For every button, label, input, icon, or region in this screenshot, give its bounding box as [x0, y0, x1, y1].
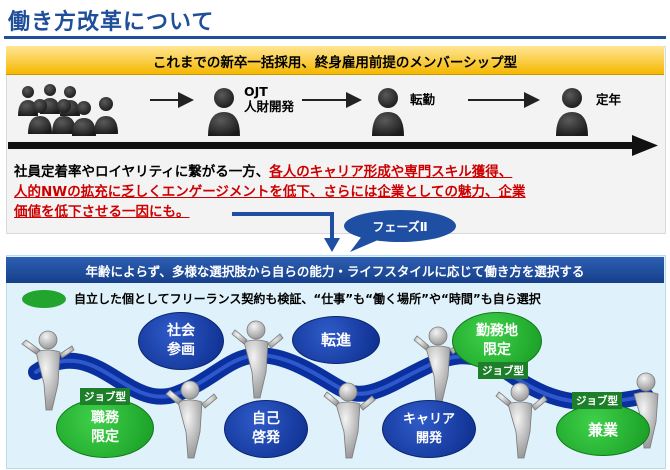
figure-icon-4	[323, 382, 376, 459]
job-model-banner-text: 年齢によらず、多様な選択肢から自らの能力・ライフスタイルに応じて働き方を選択する	[85, 264, 585, 279]
person-icon-ojt	[208, 88, 240, 136]
step-label-retirement: 定年	[596, 92, 622, 107]
phase-label: フェーズⅡ	[372, 220, 428, 234]
phase-connector-arrow	[232, 212, 340, 252]
legend-green-marker	[22, 290, 66, 308]
job-type-tag-side-job: ジョブ型	[572, 392, 622, 409]
membership-banner-text: これまでの新卒一括採用、終身雇用前提のメンバーシップ型	[152, 55, 518, 71]
legend-text: 自立した個としてフリーランス契約も検証、“仕事”も“働く場所”や“時間”も自ら選…	[74, 292, 541, 306]
issue-text-normal: 社員定着率やロイヤリティに繋がる一方、	[14, 164, 270, 180]
job-type-tag-job-limited: ジョブ型	[80, 388, 130, 405]
step-label-ojt: OJT 人財開発	[244, 84, 295, 114]
issue-text-red-3: 価値を低下させる一因にも。	[14, 204, 190, 220]
job-model-banner	[6, 257, 664, 283]
option-social-participation: 社会 参画	[138, 312, 224, 370]
person-icon-transfer	[372, 88, 404, 136]
phase-bubble	[344, 210, 456, 252]
membership-model-panel	[6, 46, 666, 234]
new-graduates-group-icon	[18, 84, 118, 136]
timeline-bar	[8, 142, 634, 149]
issue-text-red-2: 人的NWの拡充に乏しくエンゲージメントを低下、さらには企業としての魅力、企業	[14, 184, 526, 200]
figure-icon-2	[165, 380, 218, 459]
issue-text-red-1: 各人のキャリア形成や専門スキル獲得、	[269, 164, 513, 180]
option-location-limited: 勤務地 限定	[452, 312, 542, 370]
figure-icon-1	[21, 330, 75, 411]
career-flow-diagram	[8, 84, 658, 156]
step-label-transfer: 転勤	[410, 92, 436, 107]
page-title: 働き方改革について	[8, 10, 215, 35]
option-side-job: 兼業	[556, 404, 650, 456]
issue-description: 社員定着率やロイヤリティに繋がる一方、各人のキャリア形成や専門スキル獲得、 人的…	[14, 162, 658, 222]
job-type-tag-location-limited: ジョブ型	[478, 362, 528, 379]
option-self-development: 自己 啓発	[224, 400, 308, 458]
timeline-arrowhead	[632, 135, 658, 156]
figure-icon-6	[495, 382, 548, 459]
option-job-limited: 職務 限定	[56, 398, 154, 458]
figure-icon-3	[231, 320, 284, 399]
membership-banner	[6, 46, 664, 75]
option-career-development: キャリア 開発	[382, 400, 476, 458]
person-icon-retirement	[556, 88, 588, 136]
option-career-change: 転進	[292, 316, 380, 364]
title-underline	[4, 36, 666, 39]
